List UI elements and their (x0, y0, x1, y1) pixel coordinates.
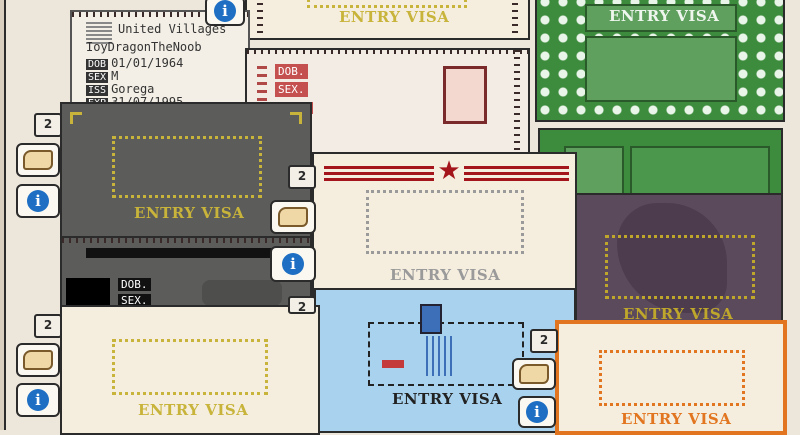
green-photo-area (585, 36, 737, 102)
sex-value: M (111, 69, 119, 83)
visa-stamp-area (368, 322, 524, 386)
hand-stamp-icon (23, 150, 53, 170)
info-icon: i (282, 253, 304, 275)
stamp-button[interactable] (512, 358, 556, 390)
visa-stamp-area (112, 136, 262, 198)
visa-card-green[interactable]: ENTRY VISA (535, 0, 785, 122)
visa-title: ENTRY VISA (609, 7, 720, 25)
dob-label: DOB (86, 59, 109, 70)
grey-emblem-icon (202, 280, 282, 306)
corner-ornament-icon (70, 112, 82, 124)
page-number-tab[interactable]: 2 (288, 165, 316, 189)
passport-border-ticks (62, 238, 310, 243)
passport-photo-frame (443, 66, 487, 124)
visa-title: ENTRY VISA (339, 8, 450, 26)
page-number-tab[interactable]: 2 (34, 314, 62, 338)
info-icon: i (526, 401, 548, 423)
visa-card-orange[interactable]: ENTRY VISA (555, 320, 787, 435)
hand-stamp-icon (519, 364, 549, 384)
hand-stamp-icon (23, 350, 53, 370)
info-icon: i (27, 190, 49, 212)
visa-card-purple[interactable]: ENTRY VISA (575, 193, 783, 333)
visa-title: ENTRY VISA (138, 401, 249, 419)
visa-card-top-beige[interactable]: ENTRY VISA (245, 0, 530, 40)
corner-ornament-icon (290, 112, 302, 124)
visa-border-ticks (257, 0, 263, 38)
passport-border-ticks (72, 12, 248, 17)
info-button[interactable]: i (270, 246, 316, 282)
iss-value: Gorega (111, 82, 155, 96)
sex-label: SEX (86, 72, 109, 83)
green-info-area (630, 146, 770, 196)
info-button[interactable]: i (518, 396, 556, 428)
grey-dob-label: DOB. (118, 278, 151, 291)
squid-tentacles-icon (426, 336, 452, 376)
visa-title: ENTRY VISA (390, 266, 501, 284)
stamp-button[interactable] (16, 343, 60, 377)
visa-stamp-area (605, 235, 755, 299)
left-booklet-edge (0, 0, 6, 430)
page-number-tab[interactable]: 2 (530, 329, 558, 353)
red-emblem-icon (382, 360, 404, 368)
visa-title: ENTRY VISA (392, 390, 503, 408)
grey-sex-label: SEX. (118, 294, 151, 307)
visa-border-ticks (514, 50, 520, 154)
red-stripes (324, 166, 434, 184)
green-header-box (585, 4, 737, 32)
iss-label: ISS (86, 85, 109, 96)
visa-title: ENTRY VISA (134, 204, 245, 222)
visa-border-ticks (512, 0, 518, 38)
visa-card-red-star[interactable]: ★ ENTRY VISA (312, 152, 577, 302)
page-number-tab[interactable]: 2 (34, 113, 62, 137)
star-icon: ★ (437, 156, 461, 186)
pink-dob-label: DOB. (275, 64, 308, 79)
passport-border-ticks (247, 50, 528, 54)
passport-name: IoyDragonTheNoob (86, 40, 202, 54)
info-icon: i (214, 0, 236, 22)
stamp-button[interactable] (16, 143, 60, 177)
visa-card-cream[interactable]: ENTRY VISA (60, 305, 320, 435)
page-number-tab[interactable]: 2 (288, 296, 316, 314)
passport-emblem-icon (86, 22, 112, 44)
info-button[interactable]: i (16, 184, 60, 218)
grey-header-bar (86, 248, 286, 258)
pink-sex-label: SEX. (275, 82, 308, 97)
hand-stamp-icon (278, 207, 308, 227)
visa-title: ENTRY VISA (623, 305, 734, 323)
visa-stamp-area (307, 0, 467, 8)
squid-icon (420, 304, 442, 334)
stamp-button[interactable] (270, 200, 316, 234)
info-button[interactable]: i (16, 383, 60, 417)
info-button[interactable]: i (205, 0, 245, 26)
info-icon: i (27, 389, 49, 411)
passport-country: United Villages (118, 22, 227, 36)
red-stripes (464, 166, 569, 184)
visa-title: ENTRY VISA (621, 410, 732, 428)
visa-stamp-area (599, 350, 745, 406)
dob-value: 01/01/1964 (111, 56, 184, 70)
visa-stamp-area (366, 190, 524, 254)
visa-stamp-area (112, 339, 268, 395)
